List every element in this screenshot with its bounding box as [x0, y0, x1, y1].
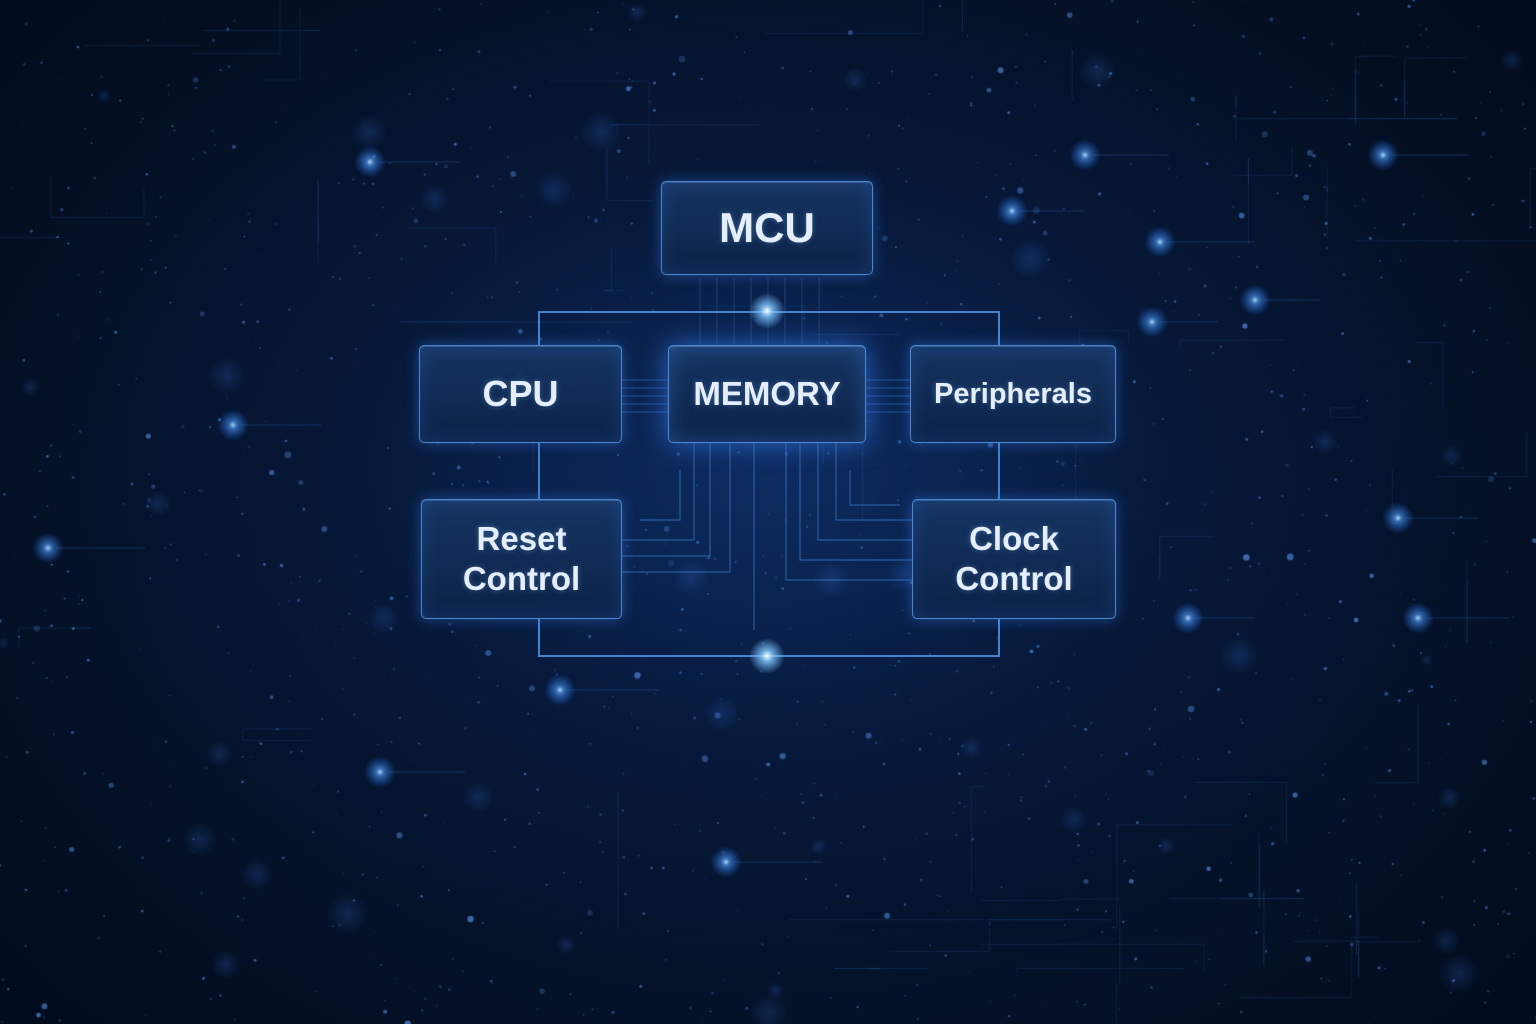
peripherals-block: Peripherals	[910, 345, 1116, 443]
peripherals-label: Peripherals	[934, 377, 1092, 410]
memory-block: MEMORY	[668, 345, 866, 443]
route-right-1	[817, 443, 912, 541]
route-left-2	[622, 443, 695, 541]
route-right-0	[799, 443, 912, 561]
clock-control-label-line1: Clock	[969, 520, 1059, 558]
cpu-block: CPU	[419, 345, 622, 443]
clock-control-label-line2: Control	[955, 560, 1073, 597]
clock-control-block: Clock Control	[912, 499, 1116, 619]
junction-bottom	[749, 638, 785, 674]
route-left-0	[622, 443, 731, 573]
route-right-4	[849, 470, 900, 506]
mcu-block: MCU	[661, 181, 873, 275]
reset-control-block: Reset Control	[421, 499, 622, 619]
cpu-label: CPU	[482, 373, 559, 415]
reset-control-label-line1: Reset	[476, 520, 567, 558]
route-left-1	[622, 443, 711, 557]
route-left-4	[640, 470, 681, 521]
junction-top	[749, 293, 785, 329]
route-right-2	[835, 443, 912, 521]
reset-control-label-line2: Control	[462, 560, 581, 597]
mcu-label: MCU	[719, 203, 815, 251]
memory-label: MEMORY	[693, 375, 841, 413]
